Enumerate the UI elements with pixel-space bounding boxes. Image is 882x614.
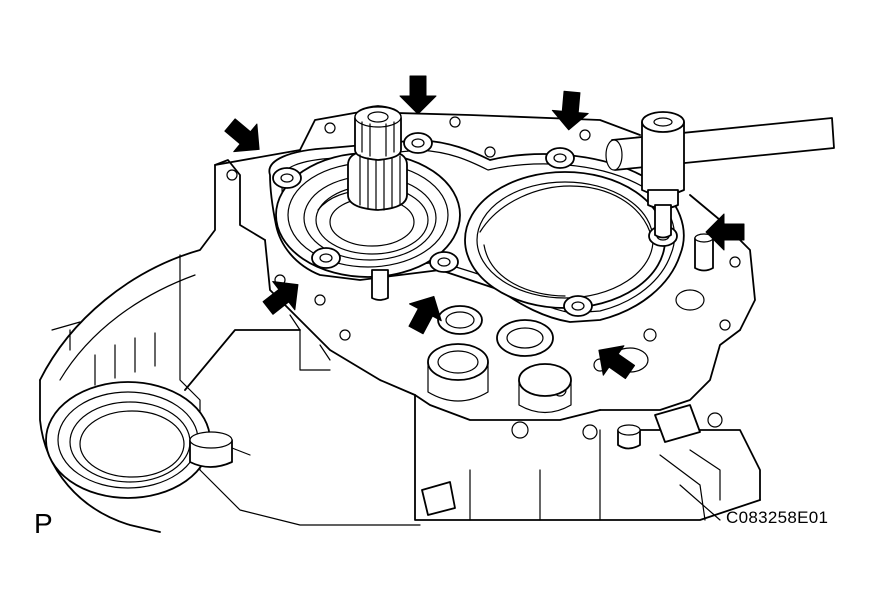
indicator-arrow [598, 345, 636, 380]
case-flange [226, 111, 756, 440]
bolt [545, 147, 575, 169]
bolt [403, 132, 433, 154]
figure-code: C083258E01 [726, 508, 829, 527]
view-letter: P [34, 508, 53, 539]
studs [189, 233, 714, 516]
indicator-arrow [705, 213, 745, 251]
indicator-arrow [399, 75, 437, 115]
bolt [272, 167, 302, 189]
indicator-arrows [224, 75, 745, 380]
indicator-arrow [551, 90, 589, 131]
bolt [563, 295, 593, 317]
transaxle-housing [39, 149, 761, 533]
output-bore [464, 171, 666, 309]
indicator-arrow [224, 118, 260, 153]
case-bores [427, 289, 705, 414]
oil-seal [45, 381, 211, 499]
input-shaft [347, 105, 408, 211]
bolt [429, 251, 459, 273]
socket-wrench-tool [605, 111, 835, 239]
bolt [311, 247, 341, 269]
indicator-arrow [262, 281, 299, 315]
indicator-arrow [408, 295, 442, 335]
